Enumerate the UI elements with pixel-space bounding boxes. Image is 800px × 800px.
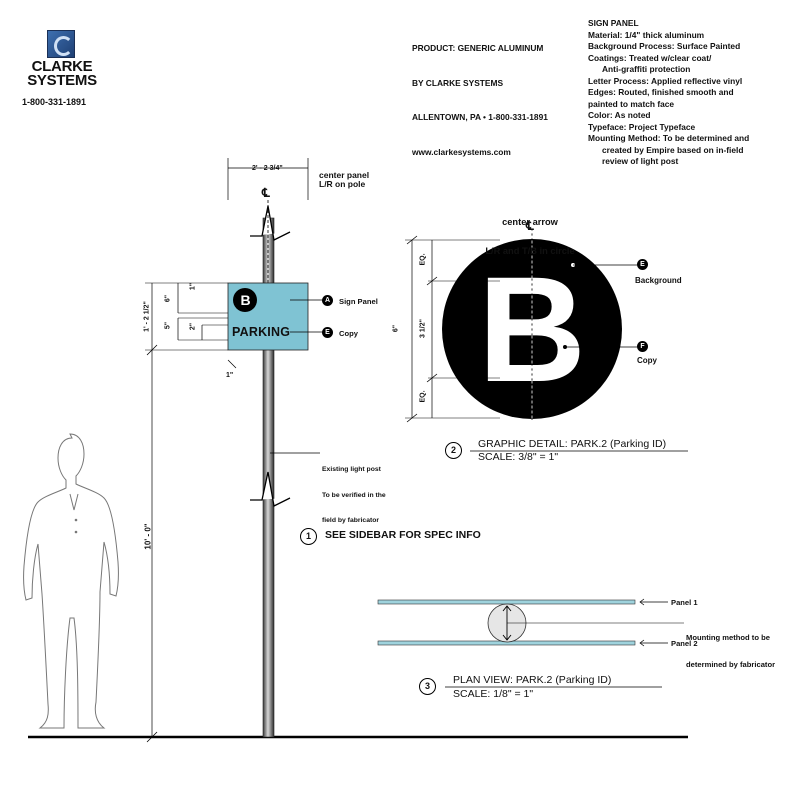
product-info: PRODUCT: GENERIC ALUMINUM BY CLARKE SYST… [412, 43, 548, 157]
note-1-marker: 1 [300, 528, 317, 545]
detail-eq-bottom: EQ. [419, 390, 427, 403]
tag-f-icon: F [637, 341, 648, 352]
dim-1in-top: 1" [189, 282, 197, 291]
panel-1-label: Panel 1 [671, 598, 698, 607]
panel-2-label: Panel 2 [671, 639, 698, 648]
clarke-logo-icon [47, 30, 75, 58]
sign-height-dim: 1' - 2 1/2" [143, 301, 151, 332]
human-silhouette [23, 433, 119, 729]
detail-overall-dim: 6" [392, 324, 400, 333]
dim-5in: 5" [164, 321, 172, 330]
tag-e-detail-icon: E [637, 259, 648, 270]
center-panel-note-1: center panel [319, 170, 370, 180]
logo-phone: 1-800-331-1891 [22, 97, 87, 107]
plan-3-scale: SCALE: 1/8" = 1" [453, 688, 534, 700]
dim-2in: 2" [189, 322, 197, 331]
center-arrow-note: center arrow L/R and T/B in circle [485, 217, 575, 256]
tag-e-icon: E [322, 327, 333, 338]
post-centerline-symbol: ℄ [262, 186, 270, 200]
tag-a-label: Sign Panel [339, 297, 378, 306]
spec-heading: SIGN PANEL [588, 18, 639, 28]
post-break-bottom [250, 471, 291, 507]
tag-e-detail-label: Background [635, 276, 682, 285]
overall-height-dim: 10' - 0" [143, 523, 153, 550]
tag-e-label: Copy [339, 329, 358, 338]
tag-a-icon: A [322, 295, 333, 306]
dim-1in-bottom: 1" [226, 372, 234, 379]
plan-3-marker: 3 [419, 678, 436, 695]
detail-centerline-symbol: ℄ [526, 219, 534, 233]
sign-width-dim: 2' - 2 3/4" [252, 165, 283, 172]
detail-2-title: GRAPHIC DETAIL: PARK.2 (Parking ID) [478, 438, 667, 450]
spec-panel: SIGN PANEL Material: 1/4" thick aluminum… [588, 18, 788, 168]
post-note: Existing light post To be verified in th… [322, 466, 386, 524]
sign-word: PARKING [232, 325, 291, 339]
sign-letter: B [240, 292, 251, 308]
detail-mid-dim: 3 1/2" [419, 319, 427, 338]
tag-f-label: Copy [637, 356, 657, 365]
detail-eq-top: EQ. [419, 253, 427, 266]
note-1-text: SEE SIDEBAR FOR SPEC INFO [325, 529, 481, 541]
center-panel-note-2: L/R on pole [319, 179, 366, 189]
plan-panel-1 [377, 599, 636, 605]
dim-6in: 6" [164, 294, 172, 303]
sign-circle-icon [233, 288, 257, 312]
mounting-note: Mounting method to be determined by fabr… [686, 633, 776, 669]
detail-2-marker: 2 [445, 442, 462, 459]
detail-2-scale: SCALE: 3/8" = 1" [478, 451, 559, 463]
plan-3-title: PLAN VIEW: PARK.2 (Parking ID) [453, 674, 612, 686]
logo-wordmark: CLARKE SYSTEMS [27, 58, 97, 89]
